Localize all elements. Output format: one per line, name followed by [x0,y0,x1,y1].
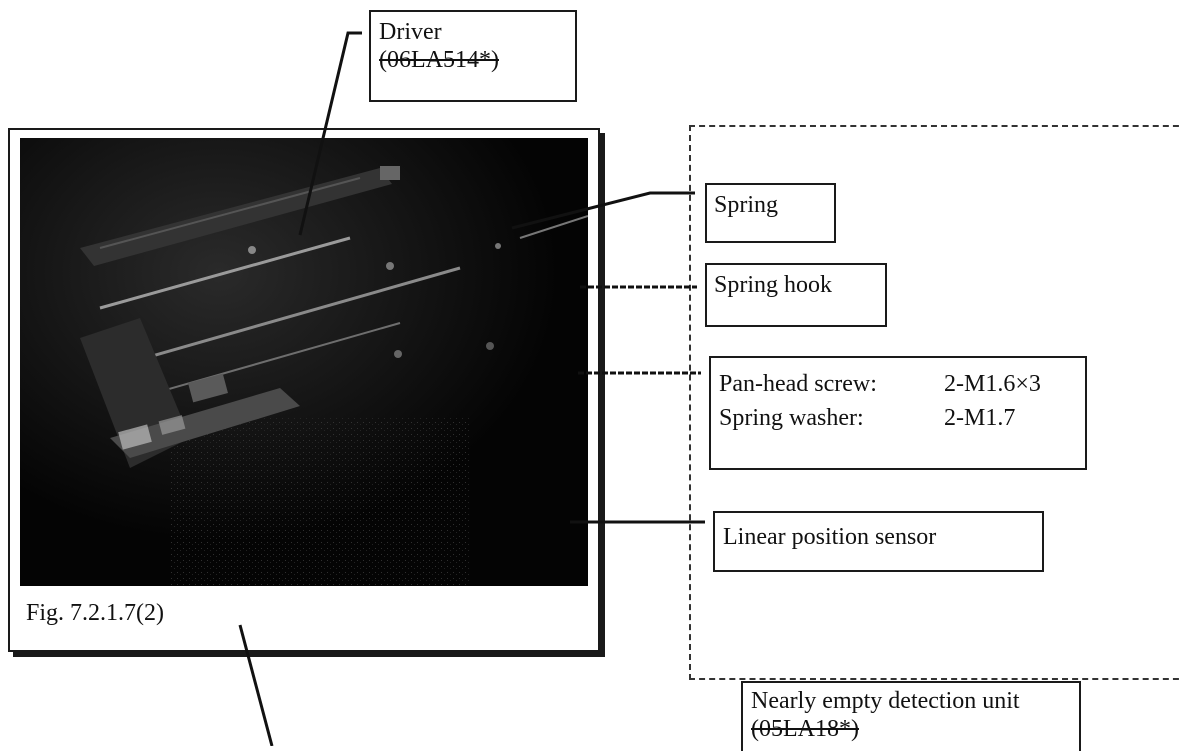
nearly-empty-leader [240,625,272,746]
spring-leader [512,193,695,228]
driver-leader [300,33,362,235]
